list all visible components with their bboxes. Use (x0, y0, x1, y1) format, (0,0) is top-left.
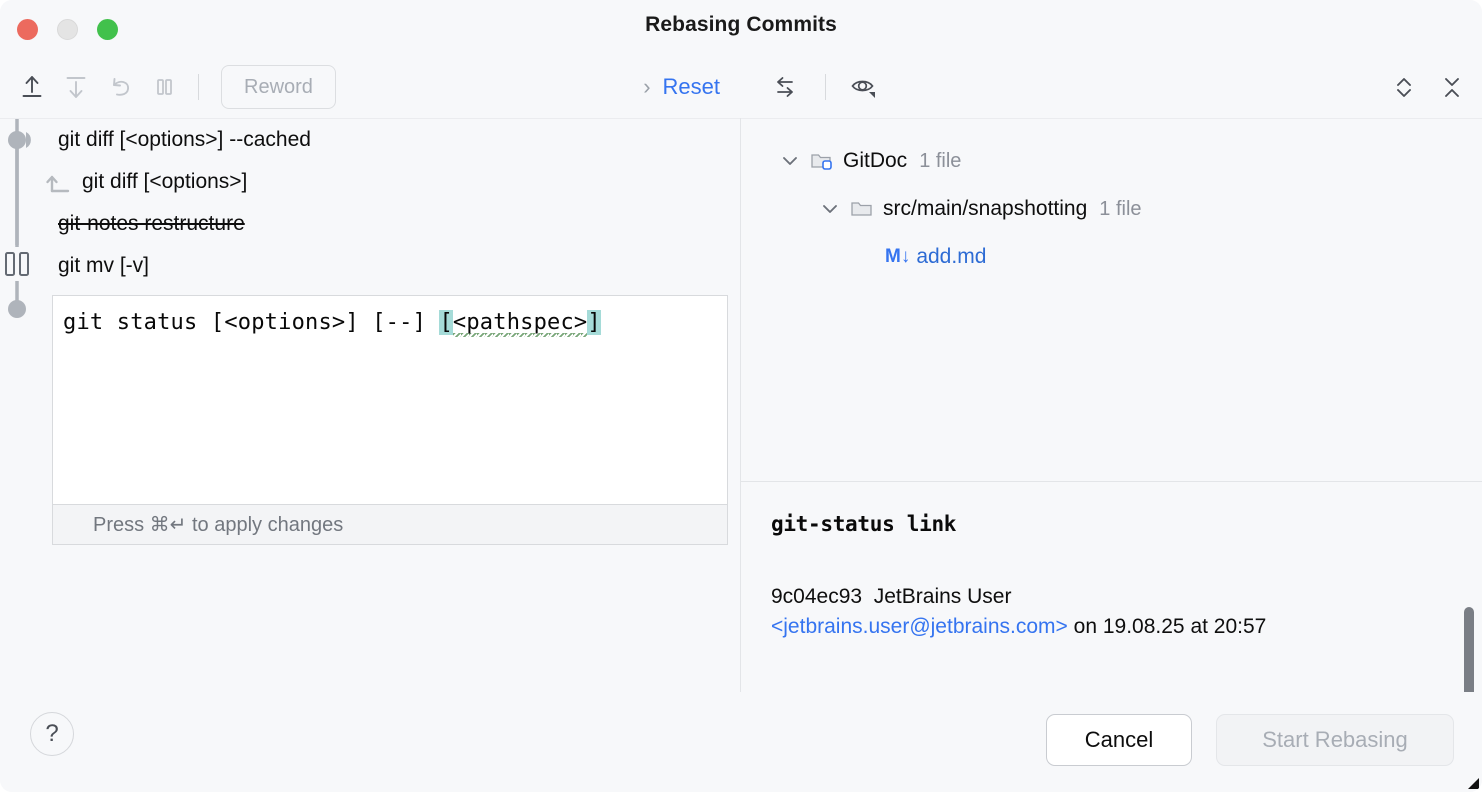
reset-label: Reset (662, 74, 720, 99)
commit-list-panel: git diff [<options>] --cached git diff [… (0, 118, 740, 692)
commit-subject: git-notes restructure (58, 212, 245, 235)
changes-toolbar-divider (825, 74, 826, 100)
commit-row[interactable]: git diff [<options>] --cached (38, 119, 740, 161)
commit-subject: git diff [<options>] --cached (58, 128, 311, 151)
footer-actions: Cancel Start Rebasing (1046, 714, 1454, 766)
panel-splitter[interactable] (740, 118, 741, 692)
minimize-window-button[interactable] (57, 19, 78, 40)
time-prefix: at (1190, 615, 1208, 639)
chevron-down-icon[interactable] (777, 148, 803, 174)
resize-grip[interactable] (1464, 774, 1480, 790)
commit-detail-meta: 9c04ec93 JetBrains User <jetbrains.user@… (771, 582, 1442, 643)
date-prefix: on (1073, 615, 1097, 639)
matched-close-brace: ] (587, 310, 601, 335)
tree-node-label: src/main/snapshotting (883, 197, 1088, 220)
toolbars: Reword › Reset (0, 56, 1482, 118)
commit-subject: git diff [<options>] (82, 170, 248, 193)
matched-open-brace: [ (439, 310, 453, 335)
toolbar-divider (198, 74, 199, 100)
zoom-window-button[interactable] (97, 19, 118, 40)
commit-message-editor[interactable]: git status [<options>] [--] [<pathspec>] (52, 295, 728, 505)
tree-node-count: 1 file (919, 149, 962, 172)
details-scrollbar[interactable] (1464, 607, 1474, 775)
markdown-icon: M↓ (885, 246, 911, 267)
commit-details: git-status link 9c04ec93 JetBrains User … (741, 482, 1482, 775)
tree-node-count: 1 file (1099, 197, 1142, 220)
start-rebasing-button[interactable]: Start Rebasing (1216, 714, 1454, 766)
commit-row[interactable]: git-notes restructure (38, 203, 740, 245)
commit-time: 20:57 (1213, 615, 1267, 639)
commit-subject: git mv [-v] (58, 254, 150, 277)
tree-node-directory[interactable]: src/main/snapshotting 1 file (741, 185, 1482, 233)
commit-graph (0, 119, 38, 693)
chevron-right-icon: › (643, 74, 651, 99)
commit-row[interactable]: git mv [-v] (38, 245, 740, 287)
commit-actions-toolbar: Reword › Reset (0, 56, 740, 118)
collapse-all-icon[interactable] (1432, 67, 1472, 107)
editor-hint-bar: Press ⌘↵ to apply changes (52, 505, 728, 545)
pause-icon[interactable] (144, 67, 184, 107)
commit-message-text: git status [<options>] [--] [<pathspec>] (63, 310, 601, 337)
dialog-footer: ? Cancel Start Rebasing (0, 692, 1482, 792)
editor-hint-label: Press ⌘↵ to apply changes (93, 514, 344, 536)
commit-detail-subject: git-status link (771, 512, 957, 536)
title-bar: Rebasing Commits (0, 0, 1482, 56)
group-by-icon[interactable] (767, 67, 807, 107)
editor-text-before: git status [<options>] [--] (63, 310, 440, 335)
tree-node-label: GitDoc (843, 149, 908, 172)
commit-date: 19.08.25 (1102, 615, 1185, 639)
expand-all-icon[interactable] (1384, 67, 1424, 107)
chevron-down-icon[interactable] (817, 196, 843, 222)
folder-icon (849, 196, 875, 222)
fixup-arrow-icon (42, 169, 78, 195)
commit-author-email[interactable]: <jetbrains.user@jetbrains.com> (771, 615, 1068, 639)
commit-row[interactable]: git diff [<options>] (38, 161, 740, 203)
changes-panel: GitDoc 1 file src/main/snapshotting 1 fi… (741, 118, 1482, 775)
cancel-button[interactable]: Cancel (1046, 714, 1192, 766)
reword-button[interactable]: Reword (221, 65, 336, 109)
module-icon (809, 148, 835, 174)
changes-toolbar (741, 56, 1482, 118)
details-divider (741, 481, 1482, 482)
traffic-lights (17, 19, 118, 40)
tree-node-label: add.md (916, 245, 987, 268)
commit-author: JetBrains User (873, 585, 1012, 608)
close-window-button[interactable] (17, 19, 38, 40)
help-button[interactable]: ? (30, 712, 74, 756)
undo-icon[interactable] (100, 67, 140, 107)
tree-node-module[interactable]: GitDoc 1 file (741, 137, 1482, 185)
tree-node-file[interactable]: M↓ add.md (741, 233, 1482, 281)
move-up-icon[interactable] (12, 67, 52, 107)
spellcheck-word: <pathspec> (452, 310, 588, 337)
commit-rows: git diff [<options>] --cached git diff [… (38, 119, 740, 287)
file-tree: GitDoc 1 file src/main/snapshotting 1 fi… (741, 119, 1482, 469)
window-title: Rebasing Commits (645, 13, 837, 36)
reset-button[interactable]: › Reset (643, 56, 720, 118)
preview-icon[interactable] (844, 67, 884, 107)
commit-hash[interactable]: 9c04ec93 (771, 585, 863, 608)
move-down-icon[interactable] (56, 67, 96, 107)
